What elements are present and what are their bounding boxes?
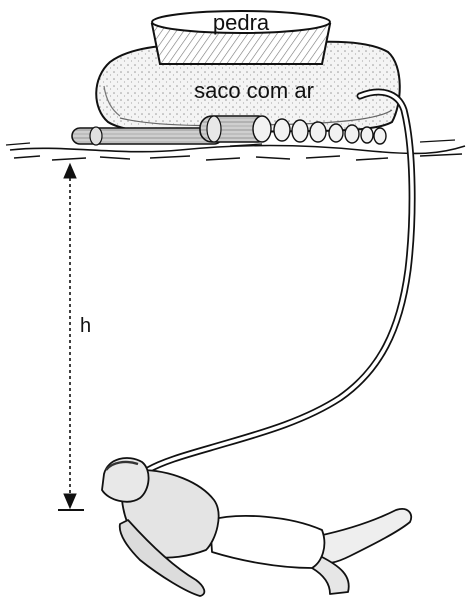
stone-label: pedra: [213, 10, 270, 35]
air-bag-label: saco com ar: [194, 78, 314, 103]
dimension-arrow-icon: [58, 164, 84, 510]
depth-label: h: [80, 315, 91, 337]
diver-figure-icon: [102, 458, 411, 596]
